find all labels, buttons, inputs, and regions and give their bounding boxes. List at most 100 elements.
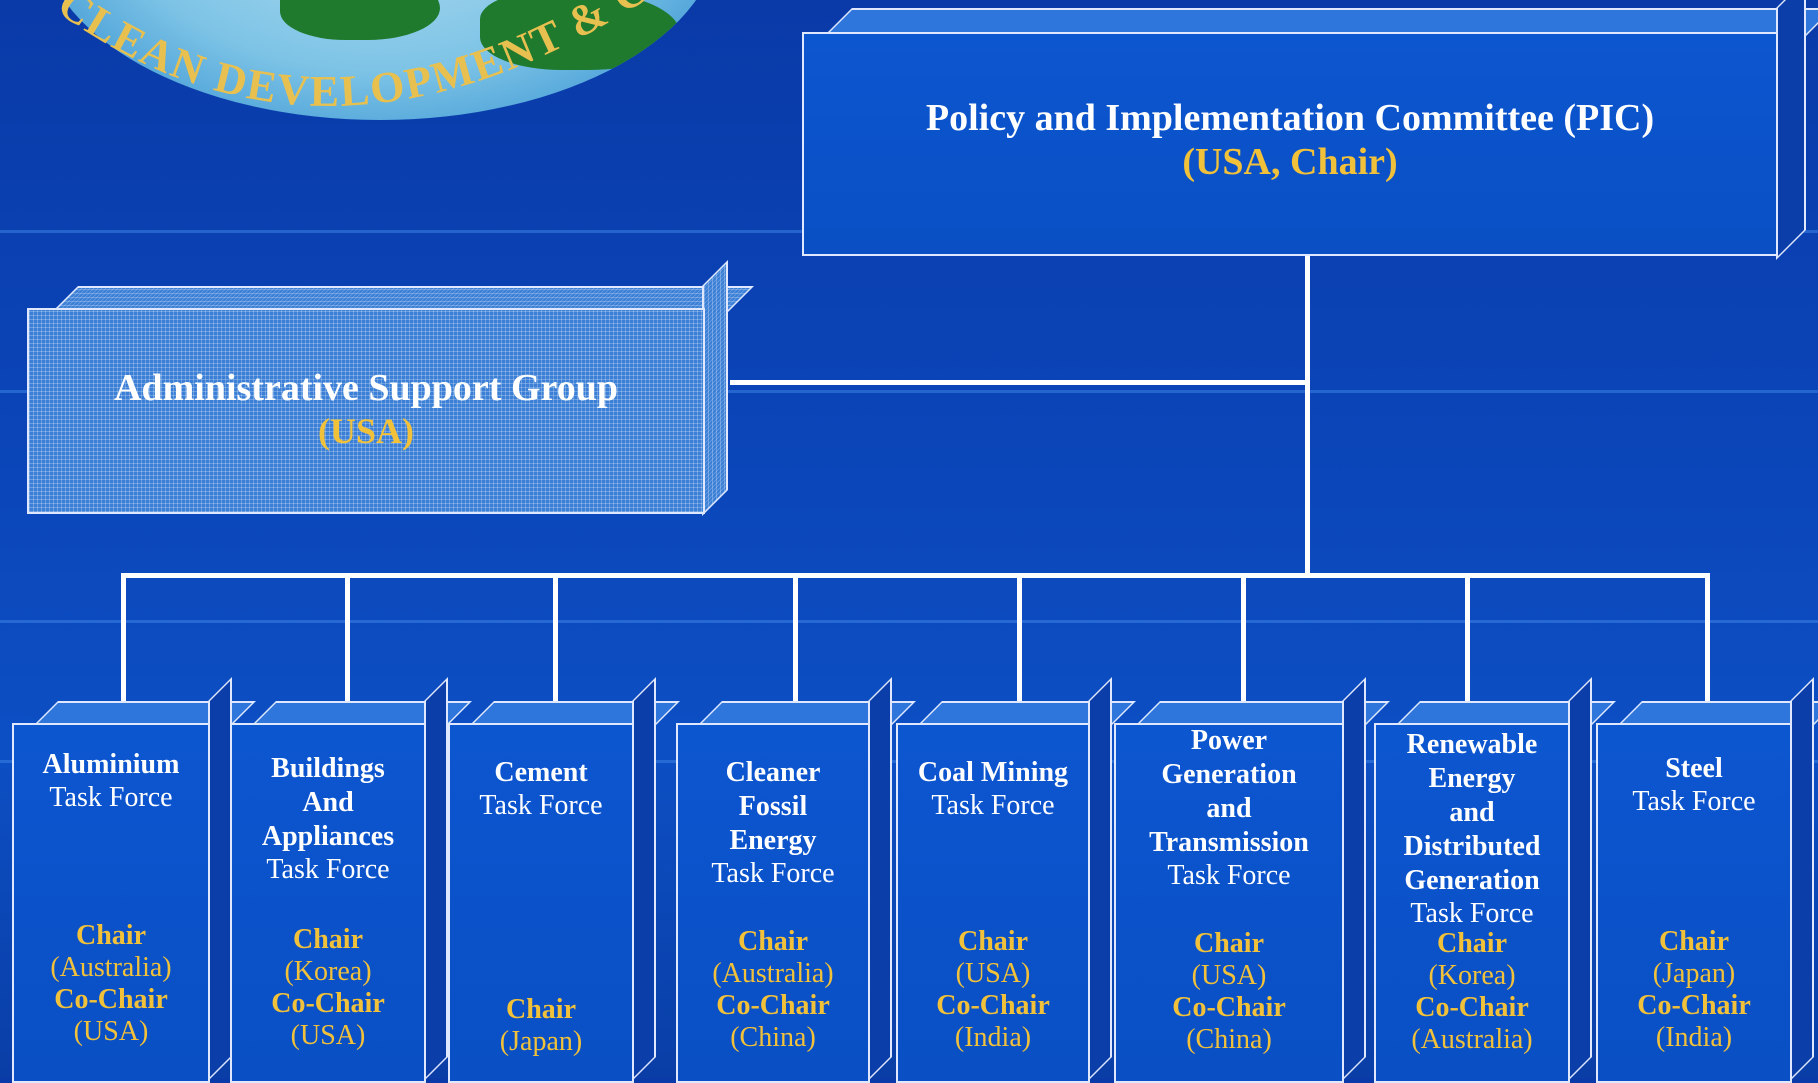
- logo-globe: [40, 0, 720, 120]
- task-force-label: Task Force: [1632, 786, 1756, 817]
- pic-box-front: [802, 32, 1778, 256]
- task-force-box-side: [1342, 677, 1366, 1081]
- task-force-country: (USA): [73, 1016, 149, 1047]
- task-force-country: (USA): [1191, 960, 1267, 991]
- connector-tf-5: [1017, 573, 1022, 701]
- task-force-name: Power: [1190, 725, 1268, 756]
- task-force-label: Task Force: [479, 790, 603, 821]
- task-force-name: Renewable: [1406, 729, 1538, 760]
- task-force-name: Energy: [1428, 763, 1516, 794]
- task-force-role: Chair: [293, 924, 363, 955]
- task-force-name: Generation: [1404, 865, 1540, 896]
- task-force-box-side: [424, 677, 448, 1081]
- task-force-label: Task Force: [1167, 860, 1291, 891]
- task-force-box-side: [208, 677, 232, 1081]
- task-force-country: (Australia): [50, 952, 172, 983]
- task-force-role: Co-Chair: [54, 984, 168, 1015]
- task-force-role: Chair: [958, 926, 1028, 957]
- task-force-box-front: [1374, 723, 1570, 1083]
- task-force-name: Buildings: [271, 753, 385, 784]
- task-force-name: Steel: [1665, 753, 1723, 784]
- task-force-name: and: [1449, 797, 1495, 828]
- task-force-role: Chair: [1194, 928, 1264, 959]
- pic-title: Policy and Implementation Committee (PIC…: [925, 97, 1655, 139]
- task-force-box-front: [448, 723, 634, 1083]
- asg-title: Administrative Support Group: [114, 367, 618, 409]
- task-force-role: Chair: [1659, 926, 1729, 957]
- task-force-role: Chair: [76, 920, 146, 951]
- task-force-roles: Chair(Australia)Co-Chair(USA): [12, 920, 210, 1048]
- task-force-label: Task Force: [711, 858, 835, 889]
- task-force-country: (India): [1655, 1022, 1733, 1053]
- task-force-role: Co-Chair: [716, 990, 830, 1021]
- task-force-label: Task Force: [931, 790, 1055, 821]
- task-force-name: Energy: [729, 825, 817, 856]
- pic-text: Policy and Implementation Committee (PIC…: [802, 96, 1778, 184]
- task-force-name: Fossil: [738, 791, 808, 822]
- pic-box-side: [1776, 0, 1806, 260]
- task-force-country: (Japan): [499, 1026, 583, 1057]
- task-force-country: (Australia): [1411, 1024, 1533, 1055]
- task-force-box-top: [1618, 701, 1818, 725]
- background-line: [0, 620, 1818, 623]
- asg-box-front: [27, 308, 705, 514]
- task-force-roles: Chair(Korea)Co-Chair(USA): [230, 924, 426, 1052]
- globe-land: [480, 0, 680, 70]
- task-force-roles: Chair(USA)Co-Chair(China): [1114, 928, 1344, 1056]
- task-force-country: (USA): [290, 1020, 366, 1051]
- pic-subtitle: (USA, Chair): [1182, 141, 1398, 183]
- task-force-name: Coal Mining: [917, 757, 1069, 788]
- task-force-box-side: [632, 677, 656, 1081]
- task-force-roles: Chair(Japan): [448, 994, 634, 1058]
- task-force-name: Appliances: [261, 821, 395, 852]
- task-force-country: (China): [730, 1022, 816, 1053]
- task-force-label: Task Force: [49, 782, 173, 813]
- task-force-country: (Korea): [1428, 960, 1516, 991]
- task-force-name: Generation: [1161, 759, 1297, 790]
- connector-tf-3: [553, 573, 558, 701]
- asg-text: Administrative Support Group (USA): [27, 366, 705, 452]
- task-force-role: Chair: [738, 926, 808, 957]
- connector-horizontal: [121, 573, 1710, 578]
- connector-tf-7: [1465, 573, 1470, 701]
- connector-tf-4: [793, 573, 798, 701]
- connector-tf-6: [1241, 573, 1246, 701]
- task-force-box-front: [230, 723, 426, 1083]
- task-force-name: Cement: [494, 757, 588, 788]
- connector-tf-1: [121, 573, 126, 701]
- task-force-box-side: [1790, 677, 1814, 1081]
- asg-subtitle: (USA): [318, 411, 414, 451]
- background-line: [0, 390, 1818, 393]
- task-force-role: Chair: [506, 994, 576, 1025]
- task-force-role: Co-Chair: [936, 990, 1050, 1021]
- task-force-role: Co-Chair: [1637, 990, 1751, 1021]
- task-force-country: (Japan): [1652, 958, 1736, 989]
- task-force-role: Co-Chair: [1415, 992, 1529, 1023]
- connector-tf-2: [345, 573, 350, 701]
- task-force-roles: Chair(USA)Co-Chair(India): [896, 926, 1090, 1054]
- task-force-label: Task Force: [266, 854, 390, 885]
- task-force-country: (USA): [955, 958, 1031, 989]
- connector-pic-down: [1305, 256, 1310, 576]
- task-force-box-side: [1088, 677, 1112, 1081]
- task-force-box-front: [1114, 723, 1344, 1083]
- task-force-box-front: [12, 723, 210, 1083]
- task-force-box-front: [676, 723, 870, 1083]
- globe-land: [280, 0, 440, 40]
- task-force-country: (Australia): [712, 958, 834, 989]
- connector-asg: [730, 380, 1308, 385]
- task-force-country: (China): [1186, 1024, 1272, 1055]
- task-force-label: Task Force: [1410, 898, 1534, 929]
- task-force-name: And: [302, 787, 354, 818]
- task-force-role: Chair: [1437, 928, 1507, 959]
- task-force-role: Co-Chair: [271, 988, 385, 1019]
- asg-box-side: [702, 260, 728, 516]
